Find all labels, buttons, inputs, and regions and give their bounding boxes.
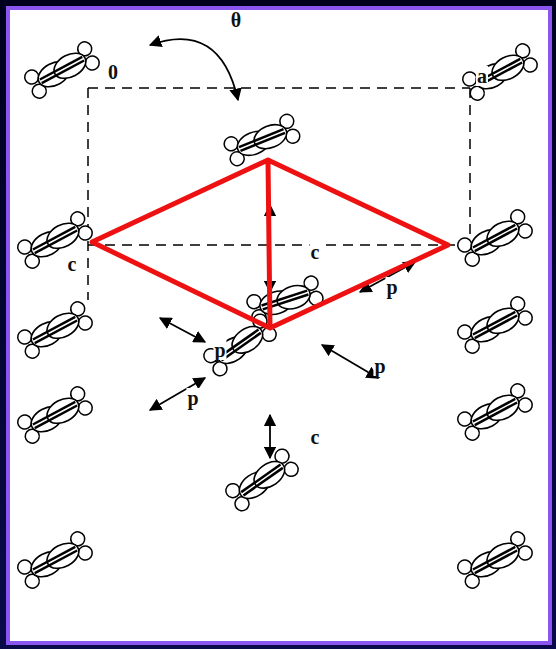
axis-label: c	[67, 254, 78, 274]
axis-label: θ	[230, 10, 242, 30]
axis-label: a	[476, 66, 488, 86]
axis-label: p	[373, 356, 386, 376]
axis-label: p	[213, 340, 226, 360]
axis-label: c	[310, 427, 321, 447]
axis-label: c	[310, 242, 321, 262]
axis-label: p	[385, 277, 398, 297]
axis-label: 0	[107, 62, 119, 82]
axis-label: p	[186, 388, 199, 408]
